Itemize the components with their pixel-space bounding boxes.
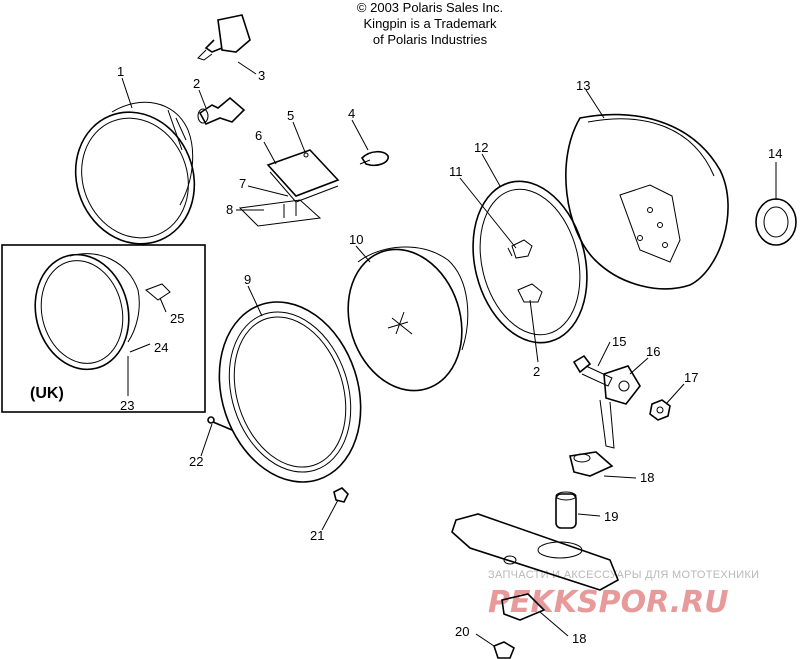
part-21-nut xyxy=(333,487,349,503)
callout-5: 5 xyxy=(287,108,294,123)
callout-3: 3 xyxy=(258,68,265,83)
part-4-clip xyxy=(359,150,389,167)
part-10-lens xyxy=(347,246,469,392)
callout-25: 25 xyxy=(170,311,184,326)
part-2-bulb xyxy=(197,96,246,126)
callout-20: 20 xyxy=(455,624,469,639)
part-22-screw xyxy=(207,416,233,431)
part-9-trim-ring xyxy=(218,301,362,483)
callout-19: 19 xyxy=(604,509,618,524)
callout-15: 15 xyxy=(612,334,626,349)
callout-9: 9 xyxy=(244,272,251,287)
part-17-nut xyxy=(649,399,671,421)
callout-7: 7 xyxy=(239,176,246,191)
callout-22: 22 xyxy=(189,454,203,469)
mount-bar xyxy=(451,513,620,591)
copyright-line-2: Kingpin is a Trademark xyxy=(363,16,497,31)
callout-6: 6 xyxy=(255,128,262,143)
callout-12: 12 xyxy=(474,140,488,155)
watermark-tagline: ЗАПЧАСТИ И АКСЕССУАРЫ ДЛЯ МОТОТЕХНИКИ xyxy=(488,569,759,581)
callout-8: 8 xyxy=(226,202,233,217)
part-19-spacer xyxy=(555,491,577,529)
watermark: ЗАПЧАСТИ И АКСЕССУАРЫ ДЛЯ МОТОТЕХНИКИ PE… xyxy=(488,569,759,620)
callout-4: 4 xyxy=(348,106,355,121)
part-1-headlamp xyxy=(74,101,196,245)
callout-2-top: 2 xyxy=(193,76,200,91)
callout-18-lower: 18 xyxy=(572,631,586,646)
copyright-line-3: of Polaris Industries xyxy=(372,32,488,47)
part-14-grommet xyxy=(755,198,797,246)
part-12-mounting-plate xyxy=(472,180,588,344)
part-20-nut xyxy=(493,641,515,659)
callout-16: 16 xyxy=(646,344,660,359)
callout-13: 13 xyxy=(576,78,590,93)
copyright-notice: © 2003 Polaris Sales Inc. Kingpin is a T… xyxy=(330,0,530,48)
leader-lines xyxy=(121,61,777,647)
callout-14: 14 xyxy=(768,146,782,161)
part-16-pivot xyxy=(599,365,641,449)
callout-21: 21 xyxy=(310,528,324,543)
part-3-connector xyxy=(197,14,251,61)
part-15-bolt xyxy=(572,354,613,387)
callout-11: 11 xyxy=(449,164,463,179)
uk-variant-box: (UK) xyxy=(1,244,206,413)
callout-18-upper: 18 xyxy=(640,470,654,485)
callout-labels: 1 2 3 4 5 6 7 8 9 10 11 12 13 14 15 16 1… xyxy=(117,64,782,646)
copyright-line-1: © 2003 Polaris Sales Inc. xyxy=(356,0,504,15)
part-18-bushing-lower xyxy=(501,593,546,621)
parts-5-8-bracket xyxy=(238,149,340,227)
callout-10: 10 xyxy=(349,232,363,247)
callout-2-lower: 2 xyxy=(533,364,540,379)
callout-24: 24 xyxy=(154,340,168,355)
callout-23: 23 xyxy=(120,398,134,413)
callout-17: 17 xyxy=(684,370,698,385)
part-18-bushing-upper xyxy=(569,451,614,477)
uk-label: (UK) xyxy=(30,385,64,402)
part-13-housing xyxy=(565,113,729,290)
callout-1: 1 xyxy=(117,64,124,79)
watermark-brand: PEKKSPOR.RU xyxy=(488,585,729,620)
